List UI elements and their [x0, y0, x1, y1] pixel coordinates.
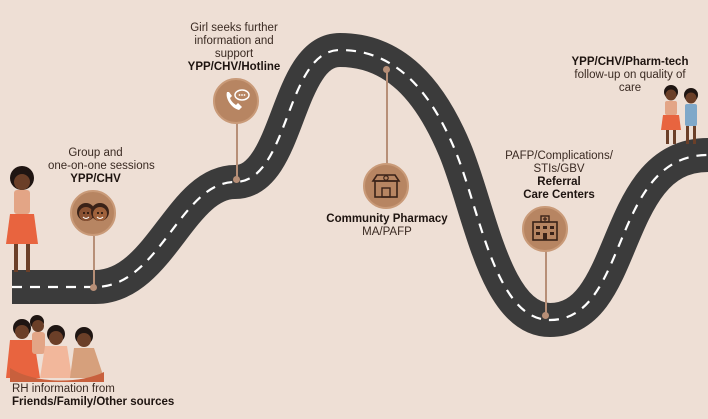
further-info-line4: YPP/CHV/Hotline — [187, 61, 281, 73]
further-info-circle — [213, 78, 259, 124]
dot-sessions — [90, 284, 97, 291]
label-further-info: Girl seeks further information and suppo… — [164, 22, 304, 74]
pharmacy-line2: MA/PAFP — [362, 226, 412, 238]
further-info-line2: information and — [194, 35, 274, 47]
label-referral: PAFP/Complications/ STIs/GBV Referral Ca… — [484, 150, 634, 202]
further-info-line3: support — [214, 48, 254, 60]
stem-referral — [545, 250, 547, 316]
referral-line4: Care Centers — [523, 189, 595, 201]
label-followup: YPP/CHV/Pharm-tech follow-up on quality … — [556, 56, 704, 95]
rh-info-line2: Friends/Family/Other sources — [12, 396, 175, 408]
dot-referral — [542, 312, 549, 319]
followup-girls-icon — [661, 85, 698, 144]
pharmacy-line1: Community Pharmacy — [326, 213, 448, 225]
further-info-line1: Girl seeks further — [190, 22, 278, 34]
sessions-line3: YPP/CHV — [70, 173, 121, 185]
sessions-line1: Group and — [68, 147, 123, 159]
followup-line2: follow-up on quality of — [574, 69, 686, 81]
stem-sessions — [93, 236, 95, 288]
pharmacy-shop-icon — [371, 174, 401, 198]
referral-line2: STIs/GBV — [533, 163, 585, 175]
stem-pharmacy — [386, 70, 388, 166]
sessions-circle — [70, 190, 116, 236]
followup-line1: YPP/CHV/Pharm-tech — [571, 56, 689, 68]
seated-girls-icon — [6, 315, 104, 382]
label-sessions: Group and one-on-one sessions YPP/CHV — [48, 147, 155, 186]
hospital-icon — [532, 215, 558, 241]
followup-line3: care — [618, 82, 642, 94]
dot-further-info — [233, 176, 240, 183]
sessions-line2: one-on-one sessions — [48, 160, 155, 172]
referral-circle — [522, 206, 568, 252]
stem-further-info — [236, 122, 238, 180]
referral-line1: PAFP/Complications/ — [505, 150, 613, 162]
phone-chat-icon — [226, 89, 250, 110]
label-pharmacy: Community Pharmacy MA/PAFP — [313, 213, 461, 239]
dot-pharmacy — [383, 66, 390, 73]
label-rh-info: RH information from Friends/Family/Other… — [12, 383, 174, 409]
faces-icon — [77, 203, 109, 221]
rh-info-line1: RH information from — [12, 383, 115, 395]
pharmacy-circle — [363, 163, 409, 209]
referral-line3: Referral — [537, 176, 581, 188]
road-center-dashes — [12, 48, 708, 322]
standing-girl-icon — [6, 166, 38, 272]
